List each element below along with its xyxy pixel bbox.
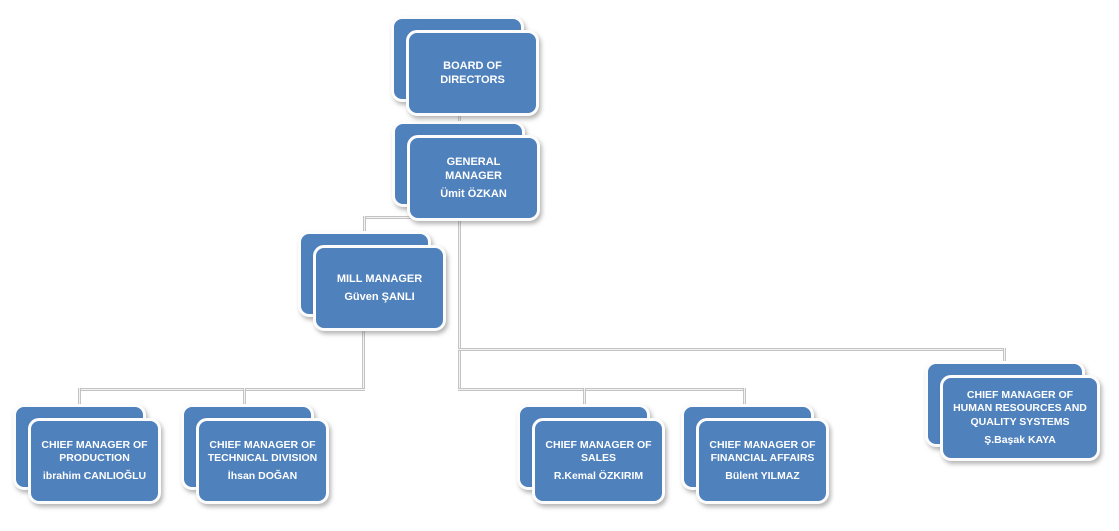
connector-mill-children-rail [78,388,365,391]
node-card: CHIEF MANAGER OF HUMAN RESOURCES AND QUA… [940,375,1100,461]
node-card: CHIEF MANAGER OF PRODUCTION ibrahim CANL… [28,418,161,504]
node-person: Güven ŞANLI [344,291,415,303]
connector-financial-drop [743,388,746,406]
node-person: Bülent YILMAZ [725,469,800,482]
node-title: CHIEF MANAGER OF PRODUCTION [41,438,148,465]
node-card: CHIEF MANAGER OF FINANCIAL AFFAIRS Bülen… [696,418,829,504]
node-title: CHIEF MANAGER OF SALES [545,438,652,465]
node-card: CHIEF MANAGER OF TECHNICAL DIVISION İhsa… [196,418,329,504]
node-title: CHIEF MANAGER OF TECHNICAL DIVISION [207,438,318,465]
connector-hr-rail [458,348,1006,351]
node-person: ibrahim CANLIOĞLU [42,469,147,482]
node-card: BOARD OF DIRECTORS [406,30,539,116]
node-person: Ş.Başak KAYA [984,433,1056,446]
connector-technical-drop [243,388,246,406]
node-card: CHIEF MANAGER OF SALES R.Kemal ÖZKIRIM [532,418,665,504]
node-title: BOARD OF DIRECTORS [440,59,505,86]
node-person: R.Kemal ÖZKIRIM [553,469,644,482]
connector-production-drop [78,388,81,406]
node-title: MILL MANAGER [336,272,423,285]
connector-general-trunk [458,210,461,391]
node-card: GENERAL MANAGER Ümit ÖZKAN [407,135,540,221]
node-title: CHIEF MANAGER OF HUMAN RESOURCES AND QUA… [953,388,1087,428]
node-person: Ümit ÖZKAN [440,188,507,201]
connector-mill-trunk [362,330,365,391]
node-person: İhsan DOĞAN [227,469,298,482]
node-card: MILL MANAGER Güven ŞANLI [313,245,446,331]
connector-hr-drop [1003,348,1006,363]
node-title: GENERAL MANAGER [445,155,502,182]
connector-board-to-general [458,100,461,140]
connector-sales-financial-rail [458,388,746,391]
node-title: CHIEF MANAGER OF FINANCIAL AFFAIRS [709,438,816,465]
connector-sales-drop [583,388,586,406]
connector-mill-drop [363,216,366,233]
